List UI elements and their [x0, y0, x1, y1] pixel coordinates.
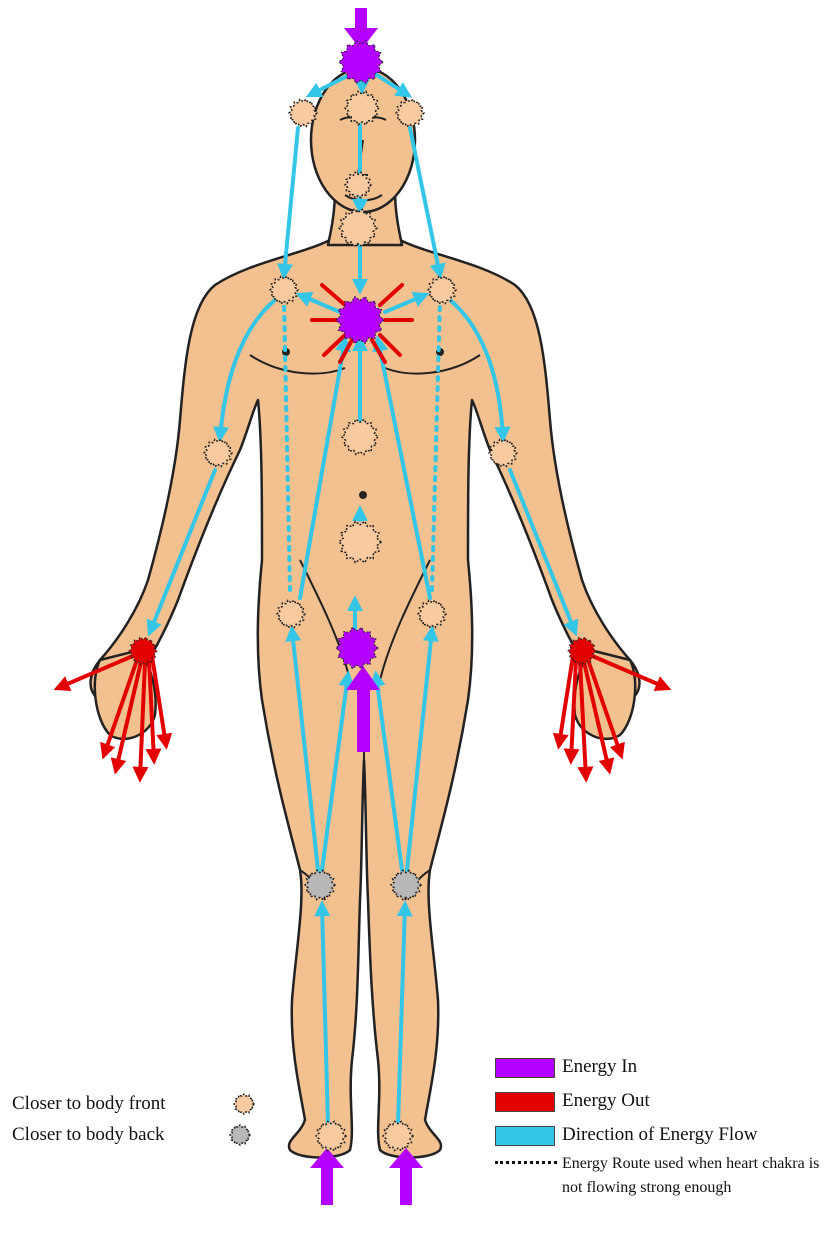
front-marker-icon: [234, 1094, 254, 1114]
energy-out-swatch: [495, 1092, 555, 1112]
energy-in-swatch: [495, 1058, 555, 1078]
dotted-route-swatch: [495, 1161, 557, 1164]
dotted-route-label: Energy Route used when heart chakra is n…: [562, 1152, 832, 1200]
flow-label: Direction of Energy Flow: [562, 1124, 757, 1146]
flow-swatch: [495, 1126, 555, 1146]
crown-input-arrow: [344, 8, 378, 50]
front-marker-label: Closer to body front: [12, 1093, 166, 1115]
legend-marker-back: [230, 1125, 250, 1145]
energy-out-label: Energy Out: [562, 1090, 650, 1112]
back-marker-label: Closer to body back: [12, 1124, 165, 1146]
legend-marker-front: [234, 1094, 254, 1114]
energy-in-label: Energy In: [562, 1056, 637, 1078]
back-marker-icon: [230, 1125, 250, 1145]
